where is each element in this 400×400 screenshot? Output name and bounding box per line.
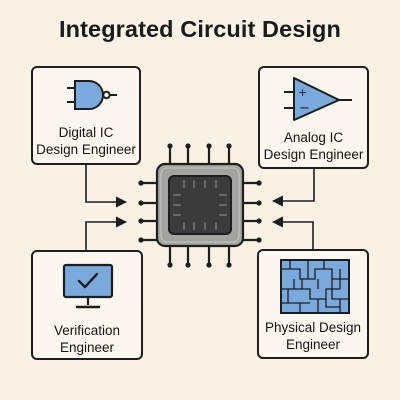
role-card-verification: Verification Engineer <box>31 250 143 360</box>
role-label-physical: Physical Design Engineer <box>264 320 362 352</box>
layout-grid-icon <box>280 259 350 314</box>
monitor-checkmark-icon <box>62 263 114 309</box>
connector-analog <box>271 169 315 207</box>
connector-digital <box>85 165 128 208</box>
role-label-verification: Verification Engineer <box>53 323 121 355</box>
connector-physical <box>271 216 314 249</box>
svg-text:+: + <box>298 86 307 99</box>
svg-text:−: − <box>299 101 310 116</box>
microchip-icon <box>138 143 262 268</box>
role-label-digital: Digital IC Design Engineer <box>36 125 136 157</box>
role-card-analog: + − Analog IC Design Engineer <box>258 66 369 169</box>
role-label-analog: Analog IC Design Engineer <box>263 130 364 162</box>
role-card-physical: Physical Design Engineer <box>257 249 369 359</box>
role-card-digital: Digital IC Design Engineer <box>31 66 141 165</box>
nand-gate-icon <box>67 80 117 110</box>
diagram-title: Integrated Circuit Design <box>59 16 341 42</box>
connector-verification <box>85 216 128 250</box>
op-amp-icon: + − <box>284 77 352 121</box>
